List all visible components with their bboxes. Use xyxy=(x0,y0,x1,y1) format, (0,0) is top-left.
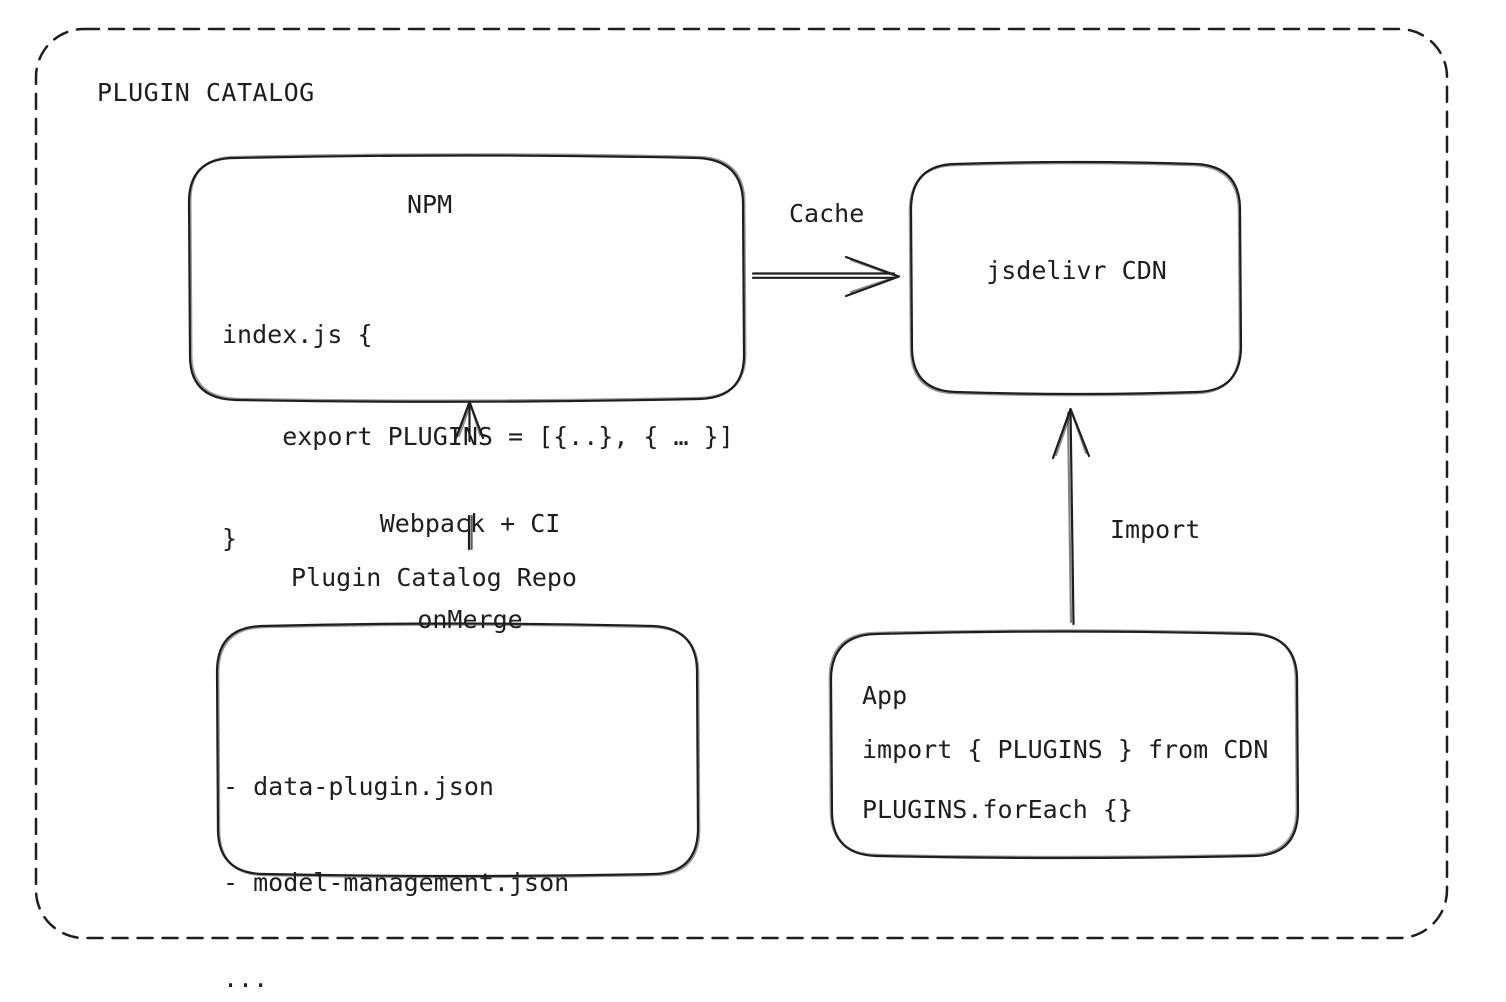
npm-node-title: NPM xyxy=(407,190,453,219)
repo-file-item-2: - model-management.json xyxy=(223,868,570,897)
build-edge-label-line-1: Webpack + CI xyxy=(379,509,561,538)
cdn-node-box xyxy=(909,160,1243,396)
build-edge-label: Webpack + CI onMerge xyxy=(368,444,572,700)
build-arrowhead-icon xyxy=(454,400,485,440)
repo-node-heading: Plugin Catalog Repo xyxy=(291,563,577,592)
import-arrowhead-sketch-stroke xyxy=(1054,409,1088,457)
cache-arrowhead-sketch-stroke xyxy=(849,258,899,294)
diagram-title: PLUGIN CATALOG xyxy=(97,78,315,107)
import-arrowhead-icon xyxy=(1051,407,1091,460)
build-arrowhead-sketch-stroke xyxy=(457,402,482,438)
app-code-line-1: import { PLUGINS } from CDN xyxy=(862,735,1269,764)
import-arrow xyxy=(1051,407,1091,626)
repo-file-item-more: ... xyxy=(223,964,269,993)
npm-code-line-1: index.js { xyxy=(222,320,373,349)
plugin-catalog-boundary xyxy=(34,27,1449,940)
app-node-title: App xyxy=(862,681,908,710)
npm-code-line-3: } xyxy=(222,524,238,553)
import-arrow-shaft-sketch xyxy=(1066,411,1073,624)
npm-node-box xyxy=(187,154,746,403)
cdn-node-label: jsdelivr CDN xyxy=(986,256,1167,285)
cache-arrow xyxy=(751,255,901,298)
build-arrow xyxy=(454,400,485,551)
npm-code-block: index.js { export PLUGINS = [{..}, { … }… xyxy=(222,250,734,624)
repo-file-list: - data-plugin.json - model-management.js… xyxy=(223,707,569,1002)
cache-edge-label: Cache xyxy=(789,199,865,228)
import-edge-label: Import xyxy=(1110,515,1201,544)
repo-file-item-1: - data-plugin.json xyxy=(223,772,494,801)
app-code-line-2: PLUGINS.forEach {} xyxy=(862,795,1133,824)
build-edge-label-line-2: onMerge xyxy=(417,605,523,634)
import-arrow-shaft xyxy=(1069,407,1075,626)
npm-code-line-2: export PLUGINS = [{..}, { … }] xyxy=(222,422,734,451)
